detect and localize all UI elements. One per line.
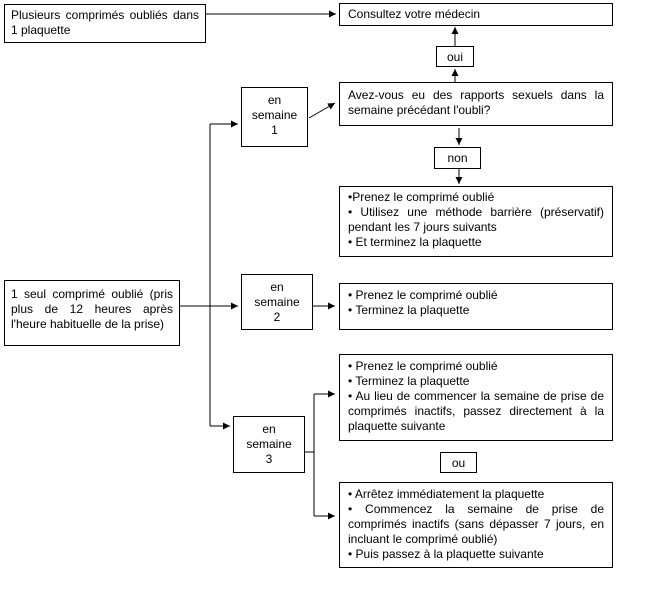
box-question: Avez-vous eu des rapports sexuels dans l… xyxy=(339,82,613,126)
week3-option1-item: • Prenez le comprimé oublié xyxy=(348,359,498,373)
box-single-forgotten: 1 seul comprimé oublié (pris plus de 12 … xyxy=(4,280,180,346)
week1-line: en xyxy=(267,93,282,107)
week2-action-item: • Terminez la plaquette xyxy=(348,303,470,317)
box-week3-option2: • Arrêtez immédiatement la plaquette • C… xyxy=(339,482,613,568)
week2-line: semaine xyxy=(254,295,300,309)
box-week2-actions: • Prenez le comprimé oublié • Terminez l… xyxy=(339,283,613,330)
week1-line: 1 xyxy=(271,123,278,137)
week1-line: semaine xyxy=(251,108,298,122)
box-multiple-forgotten: Plusieurs comprimés oubliés dans 1 plaqu… xyxy=(4,4,206,43)
week3-line: semaine xyxy=(246,437,292,451)
week1-action-item: •Prenez le comprimé oublié xyxy=(348,190,495,204)
week3-option1-item: • Terminez la plaquette xyxy=(348,374,470,388)
box-week1-actions: •Prenez le comprimé oublié • Utilisez un… xyxy=(339,186,613,257)
box-week3-option1: • Prenez le comprimé oublié • Terminez l… xyxy=(339,354,613,441)
week3-line: en xyxy=(262,422,276,436)
box-week2: en semaine 2 xyxy=(241,274,313,330)
week1-action-item: • Utilisez une méthode barrière (préserv… xyxy=(348,205,604,234)
week3-option2-item: • Commencez la semaine de prise de compr… xyxy=(348,502,604,546)
week3-option2-item: • Puis passez à la plaquette suivante xyxy=(348,547,544,561)
week3-option2-item: • Arrêtez immédiatement la plaquette xyxy=(348,487,545,501)
label-non: non xyxy=(434,147,481,169)
week2-line: en xyxy=(270,280,284,294)
week3-option1-item: • Au lieu de commencer la semaine de pri… xyxy=(348,389,604,433)
box-consult-doctor: Consultez votre médecin xyxy=(339,3,613,26)
label-ou: ou xyxy=(440,452,477,473)
box-week3: en semaine 3 xyxy=(233,416,305,473)
week2-action-item: • Prenez le comprimé oublié xyxy=(348,288,498,302)
box-week1: en semaine 1 xyxy=(241,87,308,147)
week2-line: 2 xyxy=(273,310,281,324)
label-oui: oui xyxy=(436,46,474,67)
week3-line: 3 xyxy=(265,452,273,466)
arrow-week1-to-question xyxy=(308,102,336,119)
week1-action-item: • Et terminez la plaquette xyxy=(348,235,482,249)
